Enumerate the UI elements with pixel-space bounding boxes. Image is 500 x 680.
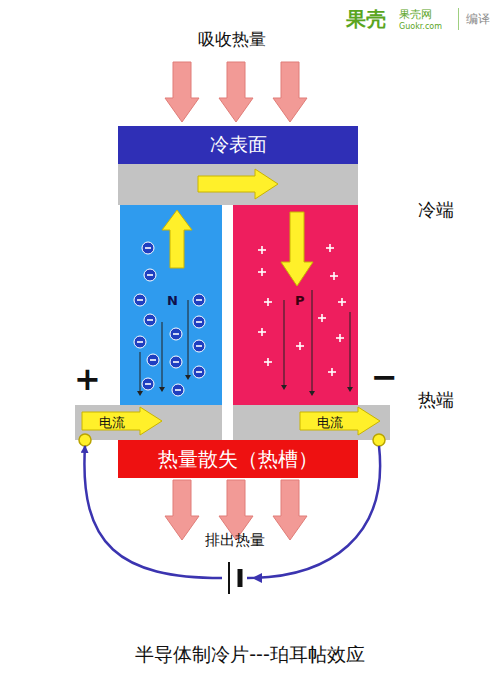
polarity-sign: − <box>371 358 398 396</box>
battery-symbol <box>229 562 240 594</box>
heat-flow-arrow <box>162 210 192 268</box>
current-arrow <box>82 407 162 435</box>
watermark: 编译 <box>466 11 490 28</box>
watermark: 果壳 <box>346 6 386 33</box>
gap <box>222 205 233 440</box>
heat-in-arrows <box>165 62 307 122</box>
watermark: 果壳网 <box>399 7 432 22</box>
heat-out-label: 排出热量 <box>205 531 265 550</box>
cold-surface-band: 冷表面 <box>118 126 358 164</box>
watermark-separator <box>458 8 459 30</box>
polarity-sign: + <box>74 360 101 398</box>
charge-carriers <box>134 242 353 396</box>
heat-sink-band: 热量散失（热槽） <box>118 440 358 478</box>
heat-in-label: 吸收热量 <box>198 28 266 51</box>
circuit-wire <box>84 446 380 578</box>
node-text: 电流 <box>317 414 343 432</box>
top-conductor <box>118 164 358 205</box>
node-text: 冷表面 <box>210 132 267 158</box>
terminal-dot <box>79 434 91 446</box>
end-label: 热端 <box>418 388 454 412</box>
end-label: 冷端 <box>418 198 454 222</box>
node-text: P <box>295 293 305 308</box>
wire-arrowhead <box>252 573 262 583</box>
node-text: 热量散失（热槽） <box>158 446 318 473</box>
current-arrow <box>300 407 380 435</box>
caption: 半导体制冷片---珀耳帖效应 <box>0 642 500 668</box>
heat-flow-arrow <box>281 212 313 286</box>
watermark: Guokr.com <box>399 22 442 31</box>
node-text: 电流 <box>99 414 125 432</box>
heat-flow-arrow <box>198 169 278 199</box>
node-text: N <box>167 293 178 308</box>
terminal-dot <box>373 434 385 446</box>
